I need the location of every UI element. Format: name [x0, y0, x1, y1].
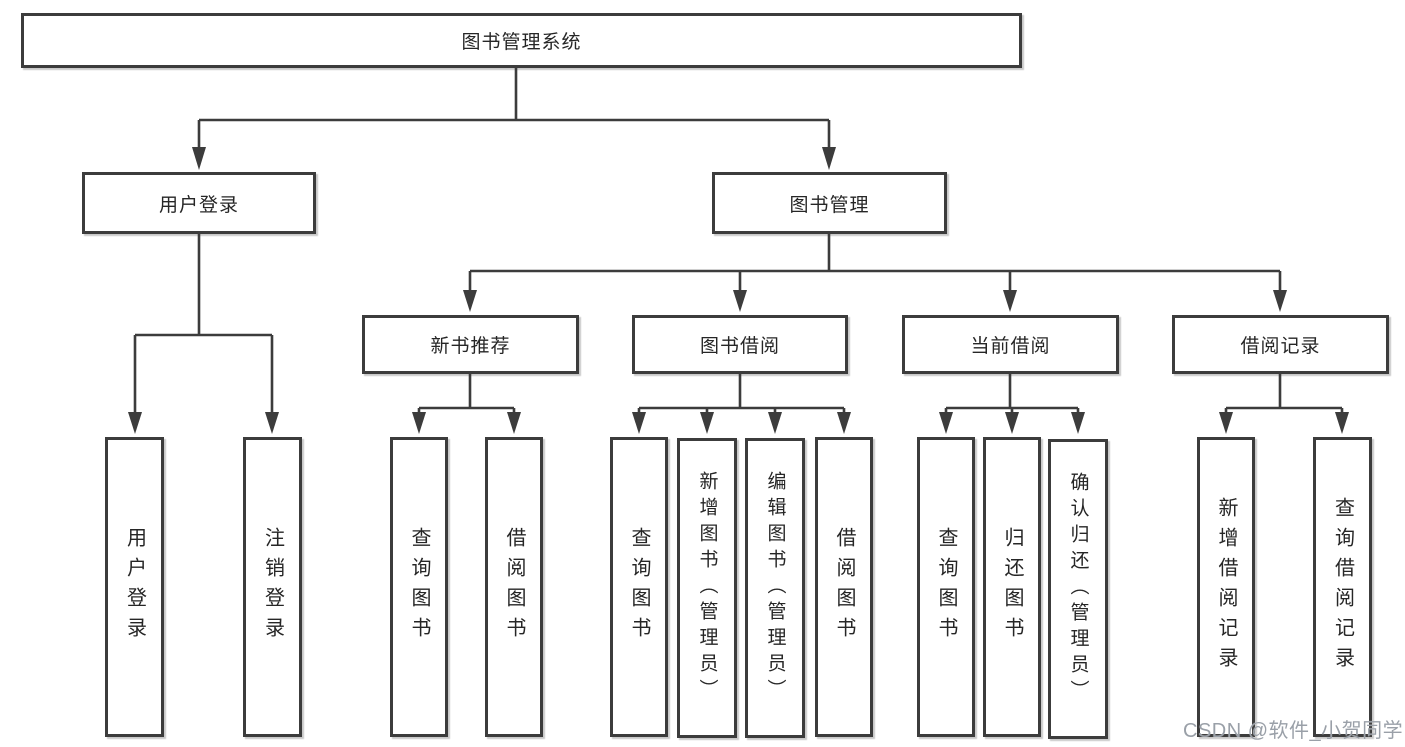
node-leaf-return-books: 归还图书: [983, 437, 1041, 737]
connector-borrow-records: [1224, 374, 1344, 414]
node-leaf-logout: 注销登录: [243, 437, 302, 737]
node-leaf-add-books-admin: 新增图书（管理员）: [677, 438, 737, 738]
node-new-book-recommend: 新书推荐: [362, 315, 579, 374]
csdn-watermark: CSDN @软件_小贺同学: [1183, 720, 1404, 742]
node-leaf-query-borrow-record: 查询借阅记录: [1313, 437, 1372, 737]
node-book-borrowing: 图书借阅: [632, 315, 848, 374]
node-leaf-edit-books-admin: 编辑图书（管理员）: [745, 438, 805, 738]
node-leaf-confirm-return-admin: 确认归还（管理员）: [1048, 439, 1108, 739]
node-current-borrowing: 当前借阅: [902, 315, 1119, 374]
connector-user-login: [133, 234, 274, 414]
node-leaf-borrow-books-2: 借阅图书: [815, 437, 873, 737]
connector-root: [197, 68, 831, 150]
node-leaf-query-books-1: 查询图书: [390, 437, 448, 737]
node-leaf-borrow-books-1: 借阅图书: [485, 437, 543, 737]
node-leaf-add-borrow-record: 新增借阅记录: [1197, 437, 1255, 737]
node-user-login-branch: 用户登录: [82, 172, 316, 234]
node-borrowing-records: 借阅记录: [1172, 315, 1389, 374]
connector-book-borrow: [637, 374, 846, 414]
connector-new-books: [417, 374, 516, 414]
node-leaf-user-login: 用户登录: [105, 437, 164, 737]
node-book-management-branch: 图书管理: [712, 172, 947, 234]
connector-current-borrow: [944, 374, 1080, 414]
arrowheads: [128, 147, 1349, 434]
node-leaf-query-books-3: 查询图书: [917, 437, 975, 737]
node-root-library-system: 图书管理系统: [21, 13, 1022, 68]
connector-book-mgmt: [468, 234, 1282, 292]
node-leaf-query-books-2: 查询图书: [610, 437, 668, 737]
